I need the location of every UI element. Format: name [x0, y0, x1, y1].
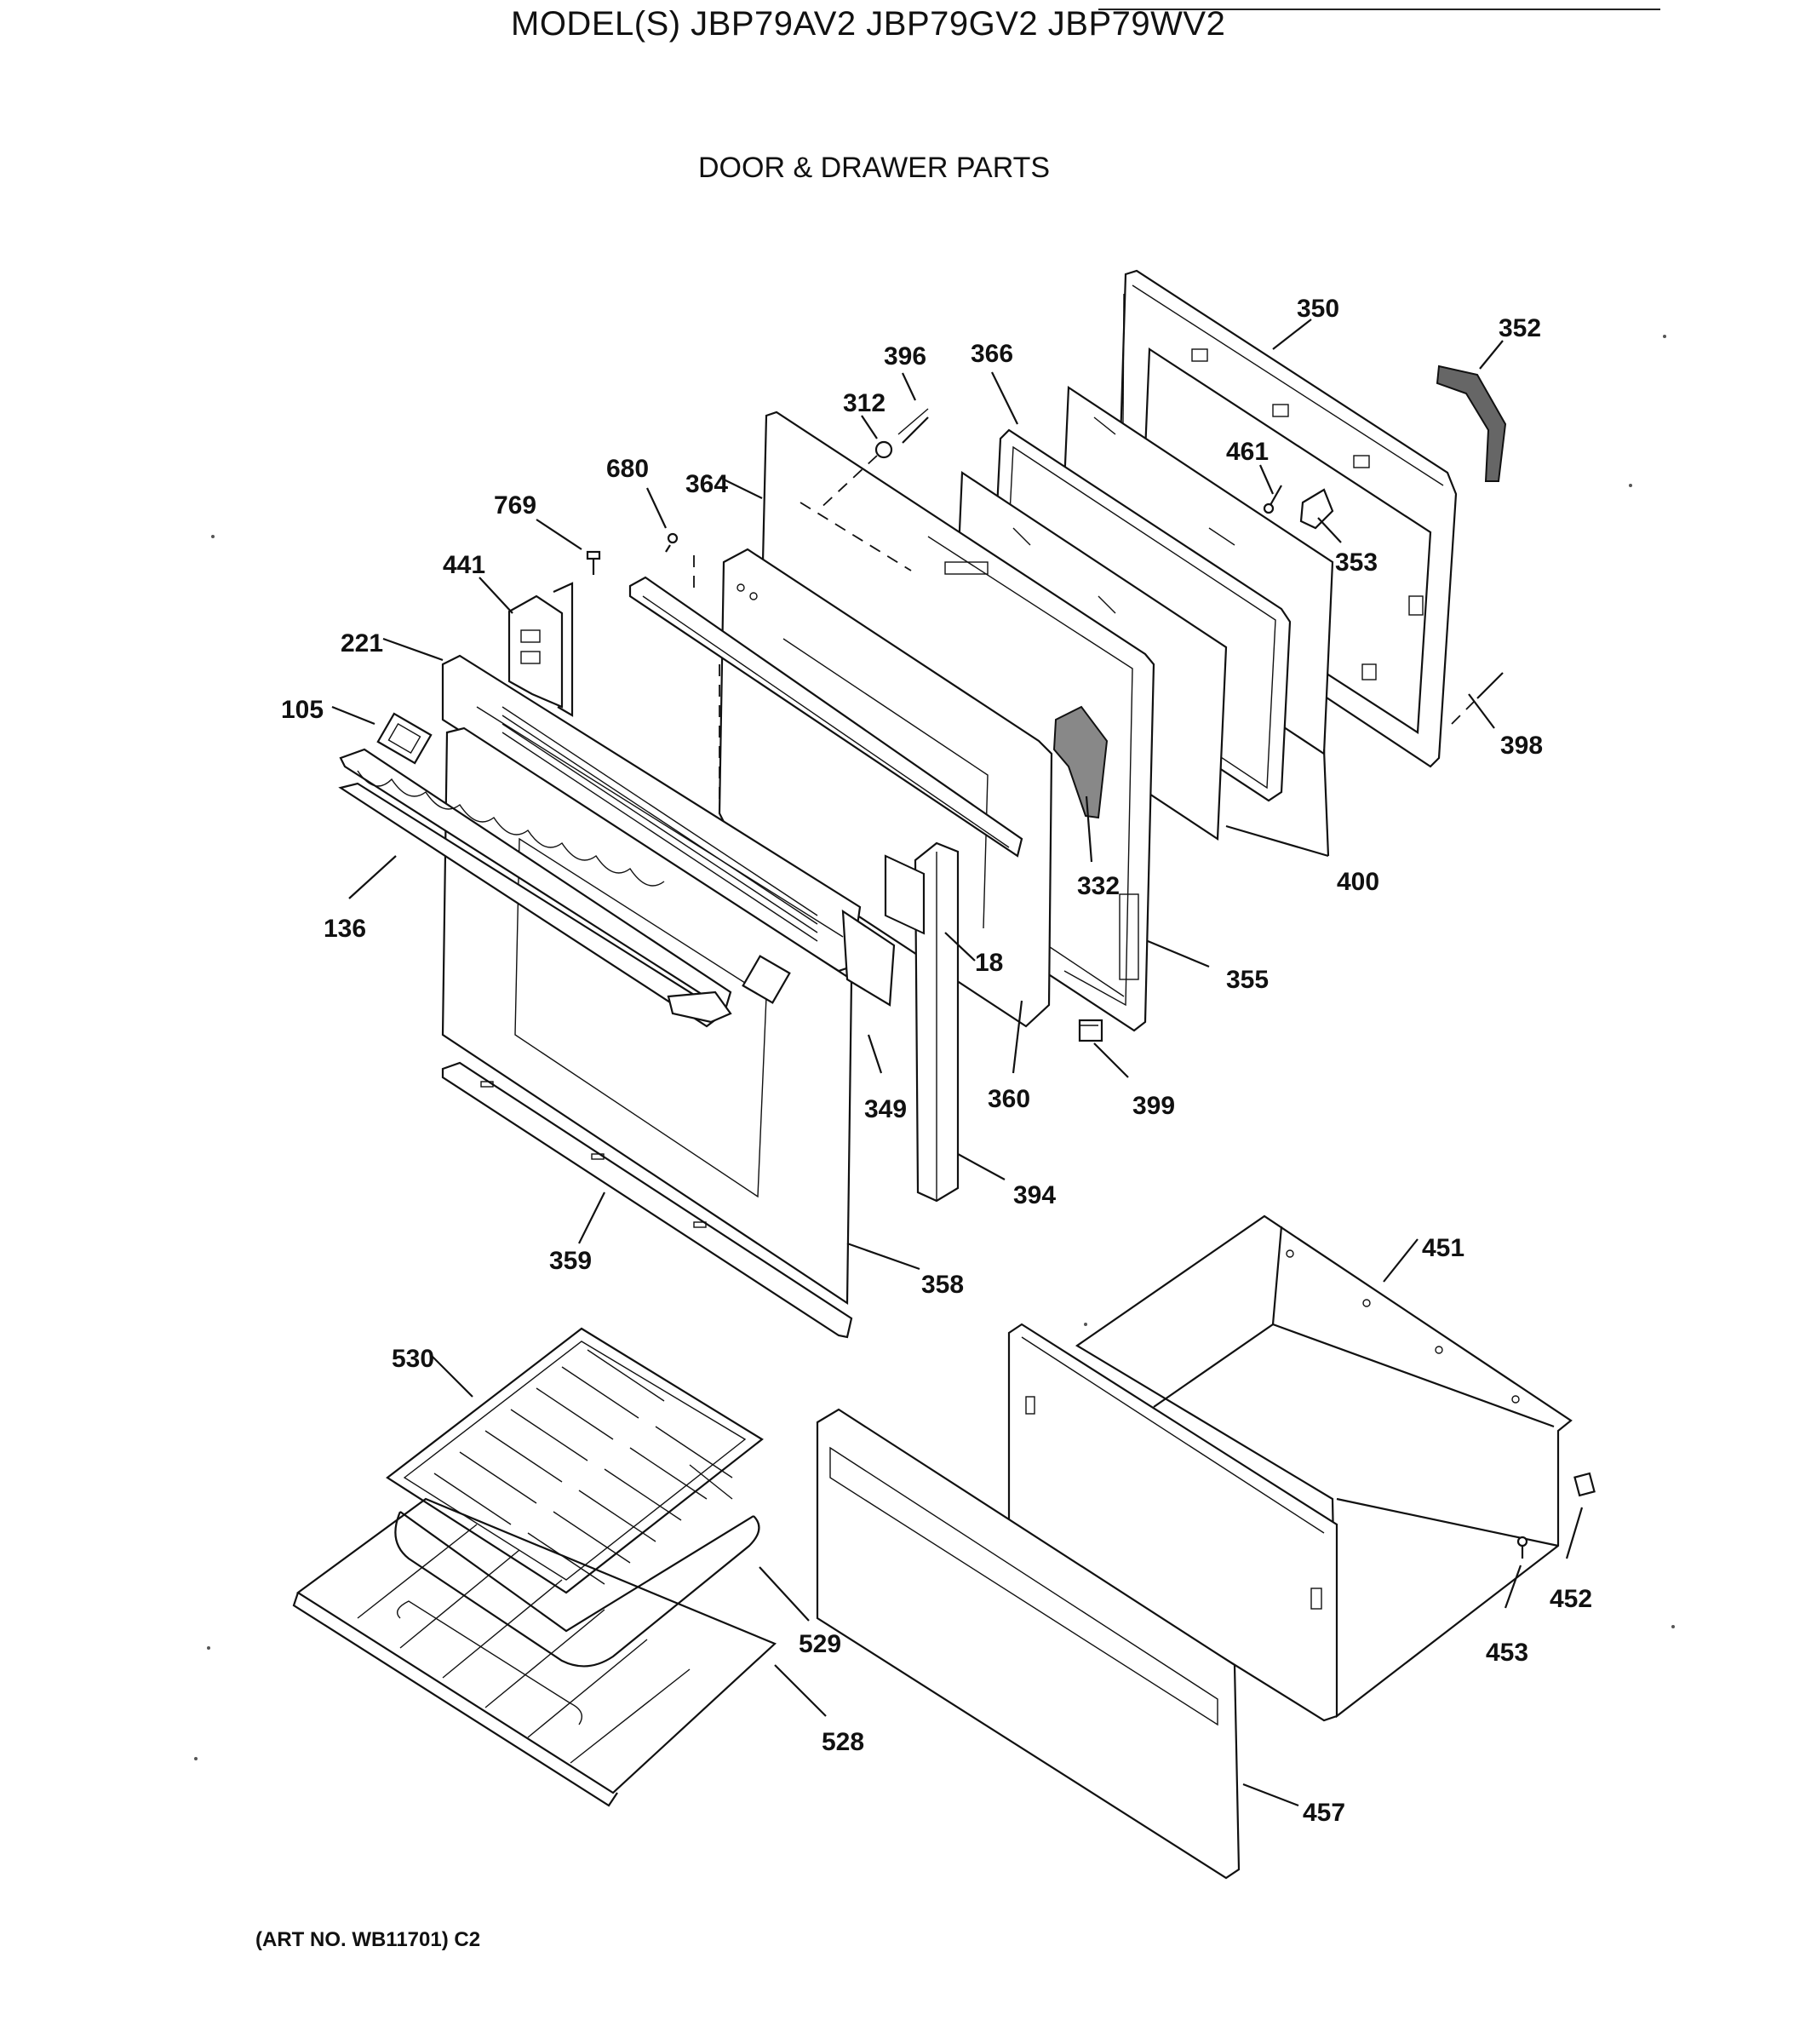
- label-529: 529: [799, 1630, 841, 1658]
- part-221-vent-trim: [441, 654, 862, 973]
- part-312-nut: [817, 440, 893, 512]
- part-105-badge: [376, 712, 433, 765]
- label-360: 360: [988, 1085, 1030, 1113]
- label-349: 349: [864, 1095, 907, 1123]
- label-399: 399: [1132, 1092, 1175, 1120]
- part-453-screw: [1516, 1536, 1528, 1559]
- label-355: 355: [1226, 966, 1269, 994]
- header-rule: [1098, 9, 1660, 10]
- leader-lines: [331, 319, 1584, 1807]
- part-number-labels: 350 352 396 366 312 461 680 364 769 353 …: [281, 295, 1592, 1827]
- label-366: 366: [971, 340, 1013, 368]
- label-358: 358: [921, 1271, 964, 1299]
- part-353-hinge-bracket: [1299, 488, 1334, 530]
- label-350: 350: [1297, 295, 1339, 323]
- part-452-clip: [1573, 1472, 1596, 1497]
- part-441-hinge: [507, 582, 574, 717]
- part-396-screw: [897, 408, 929, 444]
- part-399-bumper: [1078, 1019, 1103, 1042]
- label-398: 398: [1500, 732, 1543, 760]
- label-680: 680: [606, 455, 649, 483]
- label-530: 530: [392, 1345, 434, 1373]
- label-769: 769: [494, 491, 536, 520]
- label-136: 136: [324, 915, 366, 943]
- part-529-broil-pan: [394, 1464, 760, 1668]
- part-349-label: [841, 909, 896, 1007]
- label-364: 364: [685, 470, 728, 498]
- part-461-screw: [1263, 485, 1282, 514]
- label-394: 394: [1013, 1181, 1056, 1209]
- label-353: 353: [1335, 548, 1378, 577]
- label-453: 453: [1486, 1639, 1528, 1667]
- label-441: 441: [443, 551, 485, 579]
- part-398-screw: [1451, 672, 1504, 725]
- part-359-bottom-channel: [441, 1061, 853, 1339]
- part-457-drawer-front-panel: [816, 1408, 1241, 1880]
- art-number: (ART NO. WB11701) C2: [255, 1928, 481, 1951]
- part-352-door-gasket: [1436, 365, 1507, 482]
- model-title: MODEL(S) JBP79AV2 JBP79GV2 JBP79WV2: [511, 5, 1226, 43]
- label-451: 451: [1422, 1234, 1464, 1262]
- label-396: 396: [884, 342, 926, 370]
- label-400: 400: [1337, 868, 1379, 896]
- label-461: 461: [1226, 438, 1269, 466]
- part-332-insulation: [1052, 705, 1109, 819]
- part-364-top-channel: [628, 576, 1023, 858]
- diagram-subtitle: DOOR & DRAWER PARTS: [698, 152, 1051, 184]
- label-359: 359: [549, 1247, 592, 1275]
- label-105: 105: [281, 696, 324, 724]
- part-136-door-handle: [338, 748, 791, 1028]
- part-530-broil-pan-insert: [386, 1327, 764, 1594]
- label-457: 457: [1303, 1799, 1345, 1827]
- label-221: 221: [341, 629, 383, 657]
- label-18: 18: [975, 949, 1003, 977]
- label-312: 312: [843, 389, 886, 417]
- label-452: 452: [1550, 1585, 1592, 1613]
- label-528: 528: [822, 1728, 864, 1756]
- scan-specks: [194, 335, 1675, 1760]
- part-394-side-trim: [884, 841, 960, 1203]
- part-360-liner-panel: [718, 548, 1053, 1028]
- label-332: 332: [1077, 872, 1120, 900]
- part-769-screw: [586, 550, 601, 575]
- label-352: 352: [1499, 314, 1541, 342]
- part-680-screw: [665, 532, 679, 553]
- part-364-batt-outline: [693, 502, 912, 588]
- part-528-oven-rack: [292, 1497, 777, 1807]
